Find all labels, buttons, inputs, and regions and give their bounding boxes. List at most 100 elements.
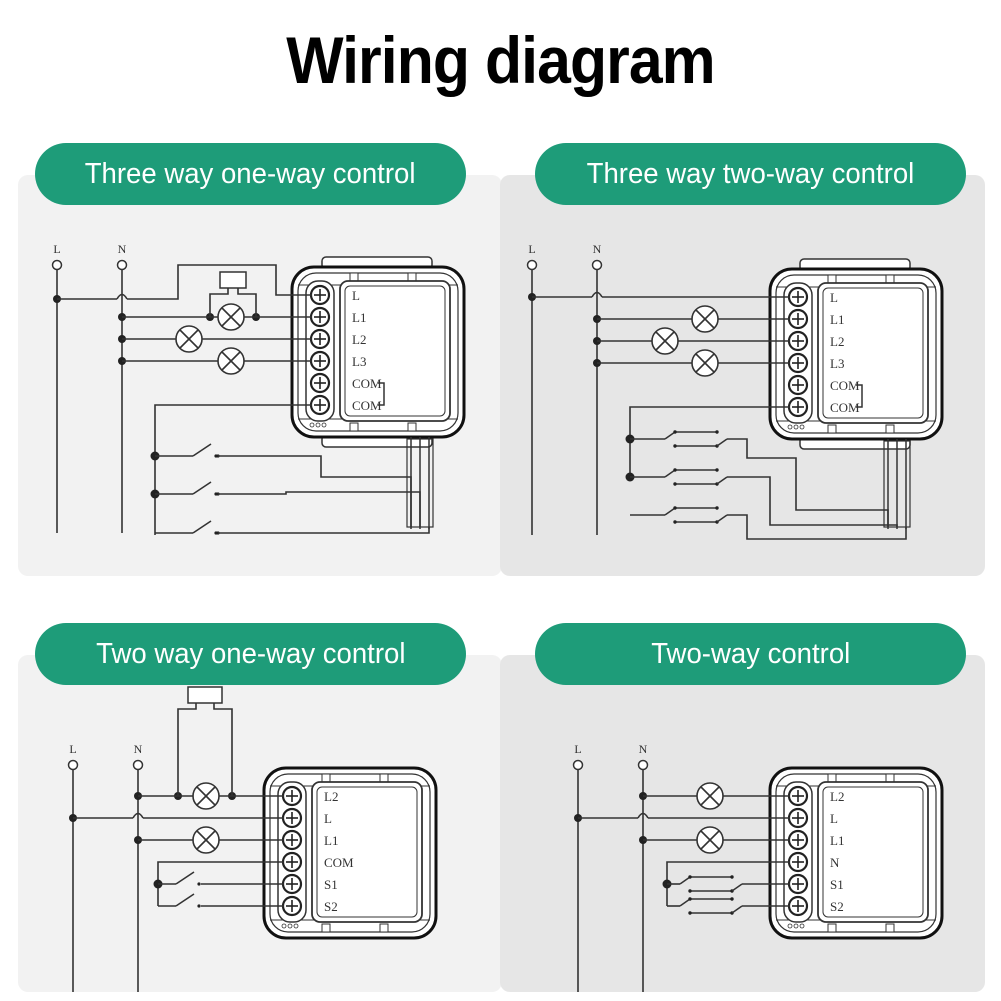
terminal-label: COM: [830, 378, 860, 393]
screw-terminal-icon: [787, 873, 809, 895]
terminal-label: S2: [830, 899, 844, 914]
wire: [727, 514, 907, 540]
supply-label-l: L: [53, 242, 60, 256]
terminal-label: L: [830, 811, 838, 826]
sensor-box-icon: [187, 686, 223, 704]
heading-label: Two-way control: [650, 637, 851, 670]
screw-terminal-icon: [281, 829, 303, 851]
screw-terminal-icon: [281, 851, 303, 873]
terminal-label: L2: [830, 334, 844, 349]
heading-label: Three way two-way control: [586, 157, 915, 190]
wire-com: [666, 861, 790, 906]
lamp-icon: [192, 782, 220, 810]
supply-terminal-icon: [637, 759, 649, 771]
wire: [218, 527, 430, 534]
terminal-label: S1: [324, 877, 338, 892]
terminal-label: L3: [352, 354, 366, 369]
screw-terminal-icon: [787, 807, 809, 829]
two-way-switch-icon: [664, 506, 728, 524]
supply-terminal-icon: [67, 759, 79, 771]
lamp-icon: [217, 347, 245, 375]
screw-terminal-icon: [309, 394, 331, 416]
terminal-label: COM: [324, 855, 354, 870]
screw-terminal-icon: [309, 328, 331, 350]
sensor-wire: [177, 703, 197, 796]
heading-label: Two way one-way control: [95, 637, 406, 670]
two-way-switch-icon: [679, 875, 743, 893]
lamp-icon: [217, 303, 245, 331]
lamp-icon: [691, 349, 719, 377]
wire: [218, 491, 421, 527]
sensor-wire: [213, 703, 233, 796]
screw-terminal-icon: [309, 350, 331, 372]
screw-terminal-icon: [309, 284, 331, 306]
terminal-label: L: [324, 811, 332, 826]
switch-icon: [192, 443, 212, 457]
terminal-label: COM: [830, 400, 860, 415]
screw-terminal-icon: [787, 308, 809, 330]
supply-label-n: N: [593, 242, 602, 256]
wire-com: [629, 406, 790, 473]
supply-terminal-icon: [51, 259, 63, 271]
screw-terminal-icon: [281, 785, 303, 807]
terminal-label: L2: [352, 332, 366, 347]
supply-label-n: N: [118, 242, 127, 256]
terminal-label: S1: [830, 877, 844, 892]
heading-three-way-one-way: Three way one-way control: [35, 143, 466, 205]
wire-crossover: [116, 293, 128, 300]
terminal-label: S2: [324, 899, 338, 914]
supply-label-l: L: [574, 742, 581, 756]
heading-two-way-one-way: Two way one-way control: [35, 623, 466, 685]
terminal-label: L1: [352, 310, 366, 325]
screw-terminal-icon: [787, 286, 809, 308]
page-title: Wiring diagram: [286, 23, 715, 97]
sensor-wire: [209, 288, 229, 317]
terminal-label: COM: [352, 398, 382, 413]
screw-terminal-icon: [787, 785, 809, 807]
two-way-switch-icon: [679, 897, 743, 915]
wire-live: [127, 264, 312, 300]
supply-label-n: N: [134, 742, 143, 756]
terminal-label: L2: [830, 789, 844, 804]
heading-label: Three way one-way control: [85, 157, 416, 190]
screw-terminal-icon: [309, 372, 331, 394]
two-way-switch-icon: [664, 468, 728, 486]
two-way-switch-icon: [664, 430, 728, 448]
terminal-label: L1: [830, 833, 844, 848]
screw-terminal-icon: [281, 895, 303, 917]
screw-terminal-icon: [787, 829, 809, 851]
terminal-label: COM: [352, 376, 382, 391]
supply-terminal-icon: [526, 259, 538, 271]
screw-terminal-icon: [787, 352, 809, 374]
sensor-wire: [237, 288, 257, 317]
terminal-label: L3: [830, 356, 844, 371]
switch-icon: [192, 520, 212, 534]
wire-com: [157, 861, 284, 906]
wire-com: [154, 404, 312, 535]
screw-terminal-icon: [281, 807, 303, 829]
lamp-icon: [651, 327, 679, 355]
sensor-box-icon: [219, 271, 247, 289]
switch-icon: [175, 893, 195, 907]
supply-terminal-icon: [572, 759, 584, 771]
switch-icon: [192, 481, 212, 495]
screw-terminal-icon: [309, 306, 331, 328]
wire: [218, 455, 412, 527]
lamp-icon: [696, 826, 724, 854]
screw-terminal-icon: [787, 374, 809, 396]
lamp-icon: [192, 826, 220, 854]
terminal-label: L1: [324, 833, 338, 848]
heading-two-way-control: Two-way control: [535, 623, 966, 685]
supply-terminal-icon: [116, 259, 128, 271]
